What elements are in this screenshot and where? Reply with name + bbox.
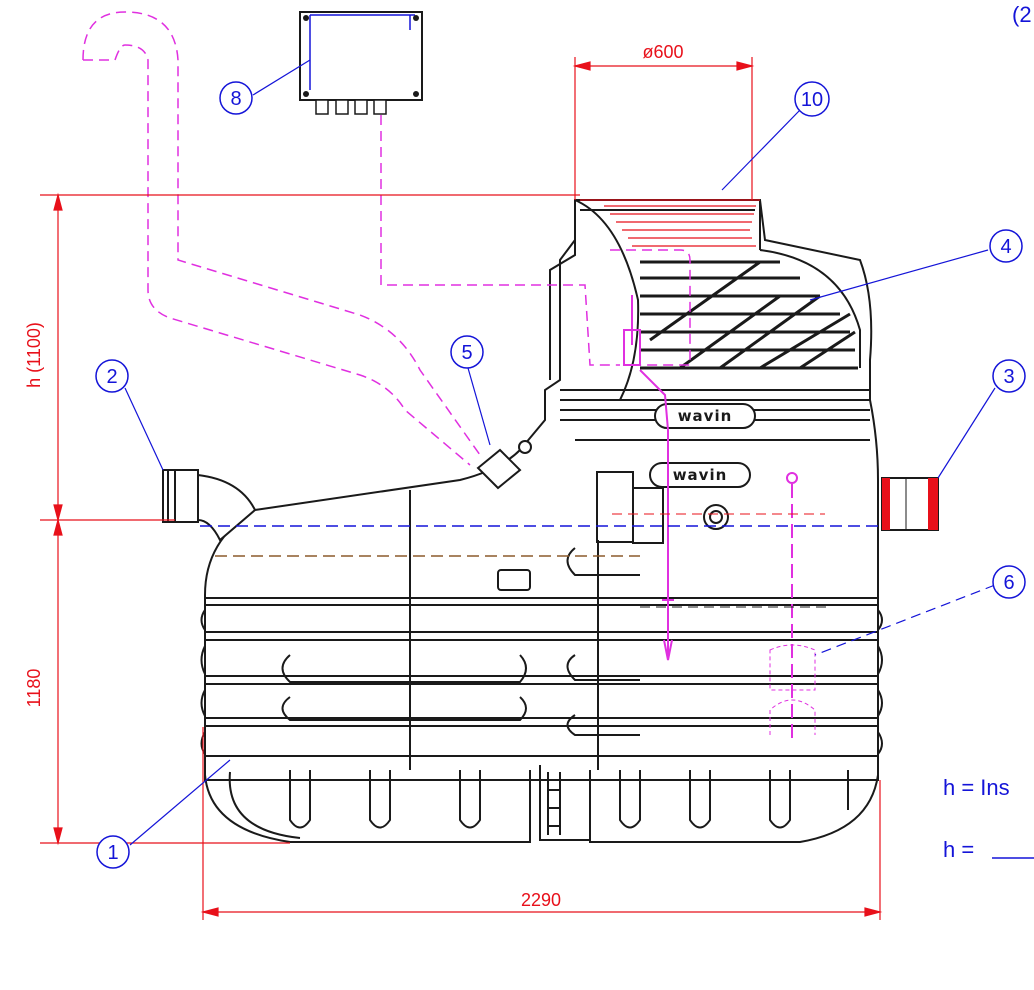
dim-lower-height: 1180: [24, 669, 44, 708]
float-sensor: [623, 295, 674, 661]
manhole-neck: [580, 199, 760, 247]
callout-2: 2: [95, 359, 129, 393]
h-value-note: h =: [943, 837, 974, 862]
callout-2-label: 2: [106, 366, 117, 388]
callout-3: 3: [992, 359, 1026, 393]
callout-10: 10: [794, 81, 830, 117]
callout-3-label: 3: [1003, 366, 1014, 388]
dome-hatching: [640, 260, 858, 370]
vent-pipe: [82, 11, 481, 466]
wavin-logo-upper: wavin: [654, 403, 756, 429]
installation-height-note: h = Ins: [943, 775, 1010, 800]
round-port: [703, 504, 729, 530]
corner-label: (2: [1012, 2, 1032, 27]
dome-outline: [759, 249, 861, 368]
callout-1: 1: [96, 835, 130, 869]
dim-manhole-diameter: ø600: [642, 42, 683, 62]
callout-8: 8: [219, 81, 253, 115]
inlet-pipe: [162, 469, 257, 542]
callout-4: 4: [989, 229, 1023, 263]
callout-5-label: 5: [461, 342, 472, 364]
outlet-pipe: [881, 477, 939, 531]
callout-4-label: 4: [1000, 236, 1011, 258]
wavin-logo-lower: wavin: [649, 462, 751, 488]
callout-10-label: 10: [801, 89, 823, 111]
dim-upper-height: h (1100): [24, 322, 44, 388]
callout-8-label: 8: [230, 88, 241, 110]
callout-1-label: 1: [107, 842, 118, 864]
control-box: [299, 11, 423, 115]
callout-leaders: [124, 59, 996, 846]
level-probe: [769, 472, 816, 740]
dimension-lines: [40, 57, 883, 920]
callout-6: 6: [992, 565, 1026, 599]
cable-connector: [476, 440, 532, 490]
logo-text-lower: wavin: [673, 466, 728, 484]
dim-overall-width: 2290: [521, 890, 561, 910]
callout-5: 5: [450, 335, 484, 369]
tank-body: [200, 199, 883, 781]
tank-base: [204, 765, 879, 843]
callout-6-label: 6: [1003, 572, 1014, 594]
logo-text-upper: wavin: [678, 407, 733, 425]
cable-route: [380, 115, 691, 366]
